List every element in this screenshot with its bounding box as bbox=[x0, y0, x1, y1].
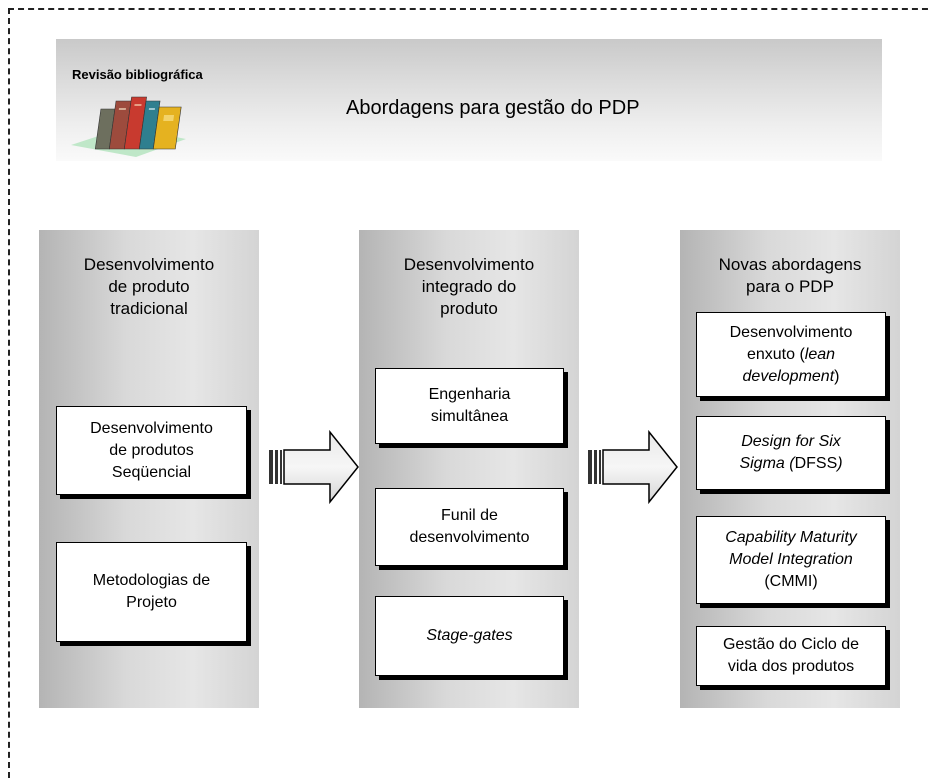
box-simultaneous-engineering: Engenharia simultânea bbox=[375, 368, 564, 444]
header-banner: Revisão bibliográfica Abordagens para ge… bbox=[56, 39, 882, 161]
right-arrow-icon bbox=[269, 429, 359, 505]
column-title: Desenvolvimento integrado do produto bbox=[403, 255, 535, 318]
box-cmmi: Capability Maturity Model Integration (C… bbox=[696, 516, 886, 604]
column-integrated: Desenvolvimento integrado do produto Eng… bbox=[359, 230, 579, 708]
box-product-lifecycle-management: Gestão do Ciclo de vida dos produtos bbox=[696, 626, 886, 686]
right-arrow-icon bbox=[588, 429, 678, 505]
header-label: Revisão bibliográfica bbox=[72, 67, 203, 82]
dashed-frame bbox=[8, 8, 931, 778]
box-design-for-six-sigma: Design for Six Sigma (DFSS) bbox=[696, 416, 886, 490]
box-lean-development: Desenvolvimento enxuto (lean development… bbox=[696, 312, 886, 397]
header-title: Abordagens para gestão do PDP bbox=[346, 97, 640, 119]
column-traditional: Desenvolvimento de produto tradicional D… bbox=[39, 230, 259, 708]
box-stage-gates: Stage-gates bbox=[375, 596, 564, 676]
column-title: Desenvolvimento de produto tradicional bbox=[83, 255, 215, 318]
books-icon bbox=[71, 96, 186, 157]
column-new-approaches: Novas abordagens para o PDP Desenvolvime… bbox=[680, 230, 900, 708]
column-title: Novas abordagens para o PDP bbox=[718, 255, 862, 296]
box-development-funnel: Funil de desenvolvimento bbox=[375, 488, 564, 566]
box-sequential-development: Desenvolvimento de produtos Seqüencial bbox=[56, 406, 247, 495]
box-design-methodologies: Metodologias de Projeto bbox=[56, 542, 247, 642]
